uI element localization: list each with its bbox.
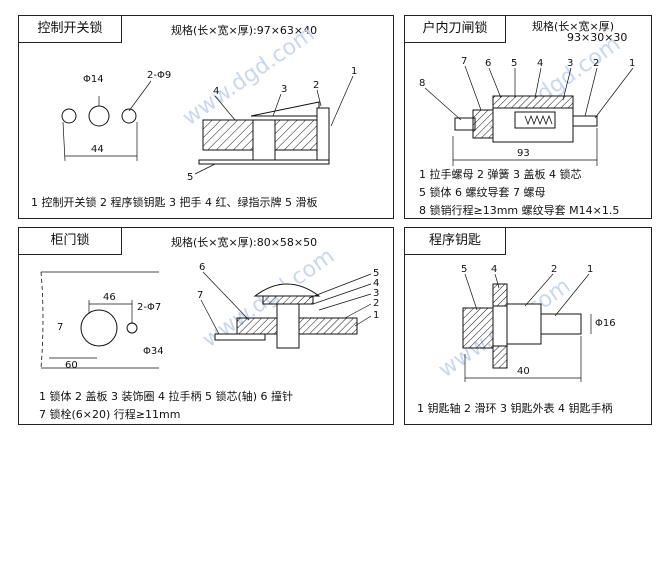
legend-line: 8 锁销行程≥13mm 螺纹导套 M14×1.5 bbox=[419, 204, 620, 217]
callout-4: 4 bbox=[537, 58, 543, 69]
callout-3: 3 bbox=[567, 58, 573, 69]
dim-7: 7 bbox=[57, 322, 63, 333]
callout-7: 7 bbox=[461, 56, 467, 67]
callout-4: 4 bbox=[373, 278, 379, 289]
indoor-lock-drawing: www.dgd.com 93 8 7 6 5 4 3 2 1 bbox=[419, 32, 635, 166]
legend: 1 拉手螺母 2 弹簧 3 盖板 4 锁芯 5 锁体 6 螺纹导套 7 螺母 8… bbox=[419, 166, 619, 220]
key-handle bbox=[462, 307, 494, 349]
callout-5: 5 bbox=[461, 264, 467, 275]
cabinet-lock-drawing: www.dgd.com 46 60 2-Φ7 Φ34 7 6 7 5 4 3 bbox=[40, 244, 379, 371]
legend-line: 1 钥匙轴 2 滑环 3 钥匙外表 4 钥匙手柄 bbox=[417, 402, 613, 415]
dim-93: 93 bbox=[517, 148, 530, 159]
legend: 1 钥匙轴 2 滑环 3 钥匙外表 4 钥匙手柄 bbox=[417, 400, 612, 418]
callout-2: 2 bbox=[593, 58, 599, 69]
callout-8: 8 bbox=[419, 78, 425, 89]
callout-3: 3 bbox=[281, 84, 287, 95]
legend-line: 5 锁体 6 螺纹导套 7 螺母 bbox=[419, 186, 546, 199]
hole-right bbox=[121, 108, 137, 124]
callout-2: 2 bbox=[373, 298, 379, 309]
dim-40: 40 bbox=[517, 366, 530, 377]
dim-44: 44 bbox=[91, 144, 104, 155]
callout-1: 1 bbox=[351, 66, 357, 77]
callout-1: 1 bbox=[373, 310, 379, 321]
callout-2: 2 bbox=[313, 80, 319, 91]
handle bbox=[250, 101, 320, 117]
hole-left bbox=[61, 108, 77, 124]
lock-bolt bbox=[214, 333, 266, 341]
panel-indoor-lock: 户内刀闸锁 规格(长×宽×厚) 93×30×30 www.dgd.com 93 … bbox=[404, 15, 652, 219]
legend-line: 7 锁栓(6×20) 行程≥11mm bbox=[39, 408, 181, 421]
lock-core bbox=[276, 303, 300, 349]
spec-text: 规格(长×宽×厚):97×63×40 bbox=[171, 24, 318, 37]
spec-text: 规格(长×宽×厚) bbox=[532, 20, 615, 33]
pull-handle bbox=[253, 283, 321, 297]
dim-d16: Φ16 bbox=[595, 318, 616, 329]
legend: 1 控制开关锁 2 程序锁钥匙 3 把手 4 红、绿指示牌 5 滑板 bbox=[31, 194, 317, 212]
callout-4: 4 bbox=[213, 86, 219, 97]
panel-title: 控制开关锁 bbox=[19, 16, 122, 43]
legend-line: 1 控制开关锁 2 程序锁钥匙 3 把手 4 红、绿指示牌 5 滑板 bbox=[31, 196, 318, 209]
dim-d34: Φ34 bbox=[143, 346, 164, 357]
switch-lock-drawing: www.dgd.com 44 Φ14 2-Φ9 4 3 2 1 5 bbox=[61, 22, 357, 183]
legend: 1 锁体 2 盖板 3 装饰圈 4 拉手柄 5 锁芯(轴) 6 撞针 7 锁栓(… bbox=[39, 388, 293, 424]
panel-title: 柜门锁 bbox=[19, 228, 122, 255]
dim-2d9: 2-Φ9 bbox=[147, 70, 171, 81]
cylinder-hole bbox=[80, 309, 118, 347]
legend-line: 1 锁体 2 盖板 3 装饰圈 4 拉手柄 5 锁芯(轴) 6 撞针 bbox=[39, 390, 294, 403]
panel-cabinet-lock: 柜门锁 规格(长×宽×厚):80×58×50 www.dgd.com 46 60… bbox=[18, 227, 394, 425]
panel-title: 程序钥匙 bbox=[405, 228, 506, 255]
panel-program-key: 程序钥匙 www.dgd.com 40 Φ16 5 4 2 1 1 钥匙轴 2 … bbox=[404, 227, 652, 425]
slide-ring bbox=[506, 303, 542, 345]
panel-switch-lock: 控制开关锁 规格(长×宽×厚):97×63×40 www.dgd.com 44 … bbox=[18, 15, 394, 219]
pull-nut bbox=[572, 115, 598, 127]
panel-title: 户内刀闸锁 bbox=[405, 16, 506, 43]
dim-d14: Φ14 bbox=[83, 74, 104, 85]
dim-2d7: 2-Φ7 bbox=[137, 302, 161, 313]
mount-hole bbox=[126, 322, 138, 334]
spring bbox=[524, 114, 553, 126]
callout-5: 5 bbox=[187, 172, 193, 183]
lock-pin bbox=[454, 117, 476, 131]
callout-2: 2 bbox=[551, 264, 557, 275]
spec-text: 规格(长×宽×厚):80×58×50 bbox=[171, 236, 318, 249]
callout-4: 4 bbox=[491, 264, 497, 275]
threaded-sleeve bbox=[472, 109, 494, 139]
callout-3: 3 bbox=[373, 288, 379, 299]
dim-60: 60 bbox=[65, 360, 78, 371]
callout-5: 5 bbox=[373, 268, 379, 279]
dim-46: 46 bbox=[103, 292, 116, 303]
callout-1: 1 bbox=[629, 58, 635, 69]
callout-1: 1 bbox=[587, 264, 593, 275]
spec-dims: 93×30×30 bbox=[567, 31, 628, 44]
callout-5: 5 bbox=[511, 58, 517, 69]
legend-line: 1 拉手螺母 2 弹簧 3 盖板 4 锁芯 bbox=[419, 168, 582, 181]
slide-plate bbox=[198, 159, 330, 165]
center-hole bbox=[88, 105, 110, 127]
program-key-drawing: www.dgd.com 40 Φ16 5 4 2 1 bbox=[434, 264, 616, 383]
callout-6: 6 bbox=[485, 58, 491, 69]
key-shaft bbox=[540, 313, 582, 335]
callout-7: 7 bbox=[197, 290, 203, 301]
callout-6: 6 bbox=[199, 262, 205, 273]
